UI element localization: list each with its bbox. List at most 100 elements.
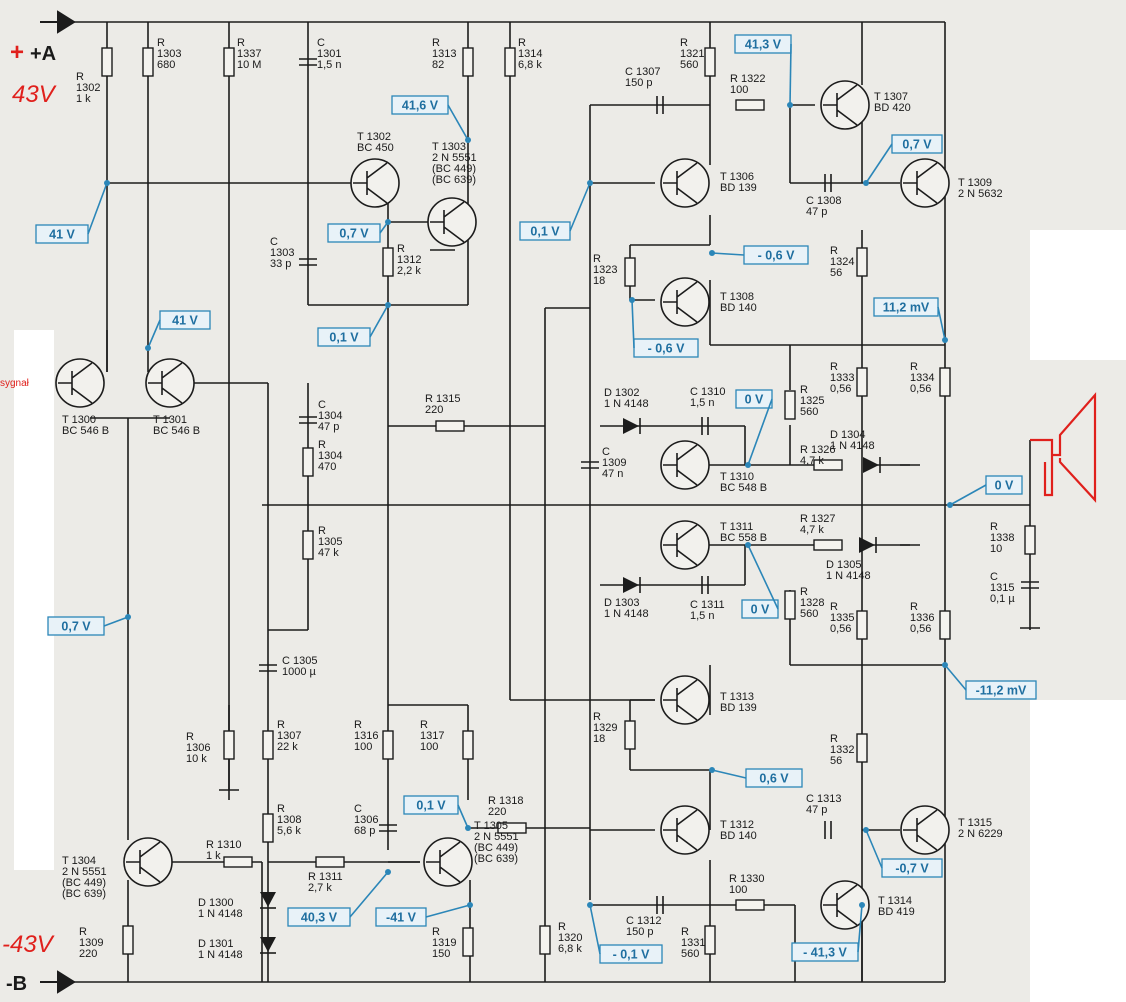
voltage-box-11: 11,2 mV <box>873 297 948 343</box>
resistor-3 <box>223 47 235 77</box>
transistor-16-pins <box>426 841 461 883</box>
voltage-value: - 0,6 V <box>758 249 795 263</box>
transistor-10-pins <box>663 524 698 566</box>
resistor-6 <box>704 47 716 77</box>
voltage-box-18: 0,1 V <box>403 795 471 831</box>
voltage-arrow-head <box>863 180 869 186</box>
voltage-arrow-head <box>385 219 391 225</box>
capacitor-9 <box>1021 581 1039 589</box>
resistor-22 <box>939 610 951 640</box>
resistor-23 <box>223 730 235 760</box>
voltage-arrow-head <box>465 137 471 143</box>
resistor-26 <box>462 730 474 760</box>
capacitor-8 <box>701 576 709 594</box>
capacitor-13 <box>656 896 664 914</box>
voltage-box-23: - 41,3 V <box>791 902 865 962</box>
capacitor-4 <box>824 174 832 192</box>
resistor-2 <box>142 47 154 77</box>
voltage-value: 0 V <box>745 393 764 407</box>
transistor-9 <box>660 440 710 490</box>
voltage-arrow-line <box>87 182 108 235</box>
transistor-8 <box>900 158 950 208</box>
capacitor-10 <box>259 664 277 672</box>
voltage-box-2: 41,6 V <box>391 95 471 143</box>
resistor-5 <box>504 47 516 77</box>
transistor-12 <box>660 805 710 855</box>
voltage-value: 11,2 mV <box>883 301 930 315</box>
voltage-arrow-line <box>937 306 946 341</box>
voltage-value: 0,7 V <box>61 620 91 634</box>
voltage-value: 41 V <box>49 228 75 242</box>
voltage-arrow-line <box>369 304 389 338</box>
rail-b-arrow <box>40 970 76 994</box>
transistor-16 <box>423 837 473 887</box>
handwritten-plus: + <box>10 39 24 66</box>
voltage-arrow-line <box>747 544 779 610</box>
resistor-24 <box>262 730 274 760</box>
voltage-arrow-line <box>103 616 129 627</box>
voltage-arrow-head <box>587 902 593 908</box>
capacitor-3 <box>299 258 317 266</box>
transistor-2-pins <box>148 362 183 404</box>
transistor-12-pins <box>663 809 698 851</box>
capacitor-11 <box>379 824 397 832</box>
voltage-value: - 0,1 V <box>613 948 650 962</box>
voltage-arrow-line <box>589 904 601 955</box>
voltage-arrow-head <box>709 767 715 773</box>
diode-3 <box>623 577 639 593</box>
voltage-value: 0,1 V <box>329 331 359 345</box>
voltage-box-1: 41,3 V <box>734 34 793 108</box>
components <box>40 10 1040 994</box>
resistor-28 <box>856 733 868 763</box>
voltage-arrow-line <box>949 484 987 506</box>
voltage-arrow-head <box>787 102 793 108</box>
voltage-value: 41,3 V <box>745 38 782 52</box>
resistor-19 <box>1024 525 1036 555</box>
voltage-box-13: 0 V <box>947 475 1023 508</box>
transistor-7 <box>660 277 710 327</box>
resistor-14 <box>784 390 796 420</box>
transistor-14-pins <box>823 884 858 926</box>
voltage-value: 0,7 V <box>339 227 369 241</box>
resistor-34 <box>122 925 134 955</box>
resistor-17 <box>813 459 843 471</box>
transistor-2 <box>145 358 195 408</box>
transistor-1-pins <box>58 362 93 404</box>
voltage-box-14: 0 V <box>741 542 779 619</box>
voltage-arrow-head <box>859 902 865 908</box>
transistor-6 <box>820 80 870 130</box>
resistor-25 <box>382 730 394 760</box>
voltage-box-15: 0,7 V <box>47 614 131 636</box>
voltage-value: 0,6 V <box>759 772 789 786</box>
voltage-box-9: 0,1 V <box>317 302 391 347</box>
handwritten-minus-43v: -43V <box>2 931 55 958</box>
resistor-11 <box>302 447 314 477</box>
